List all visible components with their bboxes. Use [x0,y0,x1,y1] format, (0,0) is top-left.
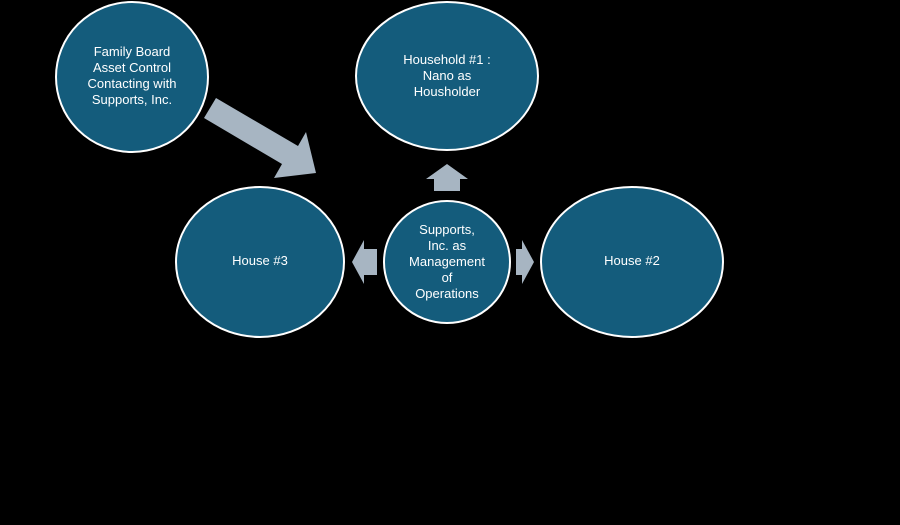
house-3-label: House #3 [232,253,288,268]
family-board-node [55,1,209,153]
center-to-household1-arrow [426,164,468,191]
house-3-node [175,186,345,338]
family-board-label: Family Board Asset Control Contacting wi… [87,44,177,107]
center-to-house3-arrow [352,240,377,284]
household-1-node [355,1,539,151]
house-2-label: House #2 [604,253,660,268]
center-label: Supports, Inc. as Management of Operatio… [409,222,485,301]
center-to-house2-arrow [516,240,534,284]
household-1-label: Household #1 : Nano as Housholder [403,52,491,99]
center-node [383,200,511,324]
family-board-to-center-arrow [204,98,316,178]
house-2-node [540,186,724,338]
